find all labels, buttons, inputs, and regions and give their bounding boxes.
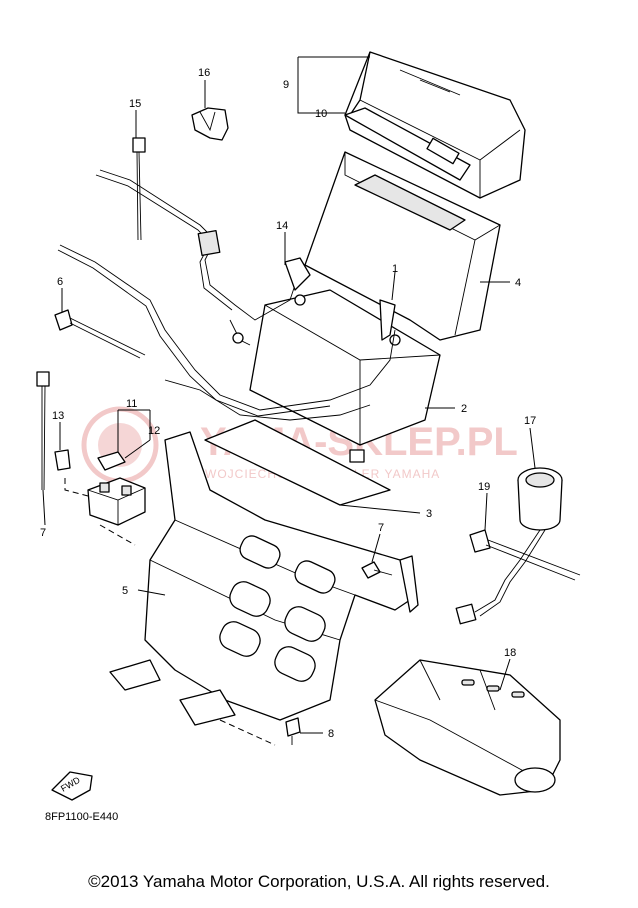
accessory-socket (455, 467, 563, 625)
battery-parts-diagram: YAMA-SKLEP.PL WOJCIECHOWSKI DEALER YAMAH… (36, 51, 581, 823)
protector-sleeve (374, 659, 561, 796)
callout-17: 17 (524, 415, 536, 427)
clamp (191, 107, 229, 141)
callout-18: 18 (504, 647, 516, 659)
callout-15: 15 (129, 98, 141, 110)
battery-case (304, 151, 501, 341)
callout-labels: 1 2 3 4 5 6 7 7 8 9 10 11 12 13 14 15 16… (40, 67, 536, 740)
callout-16: 16 (198, 67, 210, 79)
bolts (285, 561, 393, 745)
callout-4: 4 (515, 277, 521, 289)
callout-11: 11 (126, 398, 137, 410)
callout-12: 12 (148, 425, 160, 437)
callout-13: 13 (52, 410, 64, 422)
callout-14: 14 (276, 220, 288, 232)
callout-19: 19 (478, 481, 490, 493)
fwd-arrow-icon: FWD (51, 771, 93, 801)
callout-1: 1 (392, 263, 398, 275)
starter-relay (54, 449, 146, 546)
callout-5: 5 (122, 585, 128, 597)
callout-lines (42, 56, 536, 734)
callout-10: 10 (315, 108, 327, 120)
cable-tie-left (36, 371, 50, 491)
cable-tie (132, 137, 146, 241)
copyright-notice: ©2013 Yamaha Motor Corporation, U.S.A. A… (88, 872, 550, 891)
callout-8: 8 (328, 728, 334, 740)
callout-9: 9 (283, 79, 289, 91)
battery-cover (344, 51, 526, 199)
battery-bracket (109, 431, 419, 746)
callout-7-right: 7 (378, 522, 384, 534)
diagram-code: 8FP1100-E440 (45, 811, 118, 823)
callout-6: 6 (57, 276, 63, 288)
callout-7-left: 7 (40, 527, 46, 539)
battery-cables (57, 169, 396, 421)
cable-band-19 (469, 529, 581, 581)
battery-pad (204, 419, 391, 506)
callout-2: 2 (461, 403, 467, 415)
cable-band (54, 309, 146, 359)
callout-3: 3 (426, 508, 432, 520)
